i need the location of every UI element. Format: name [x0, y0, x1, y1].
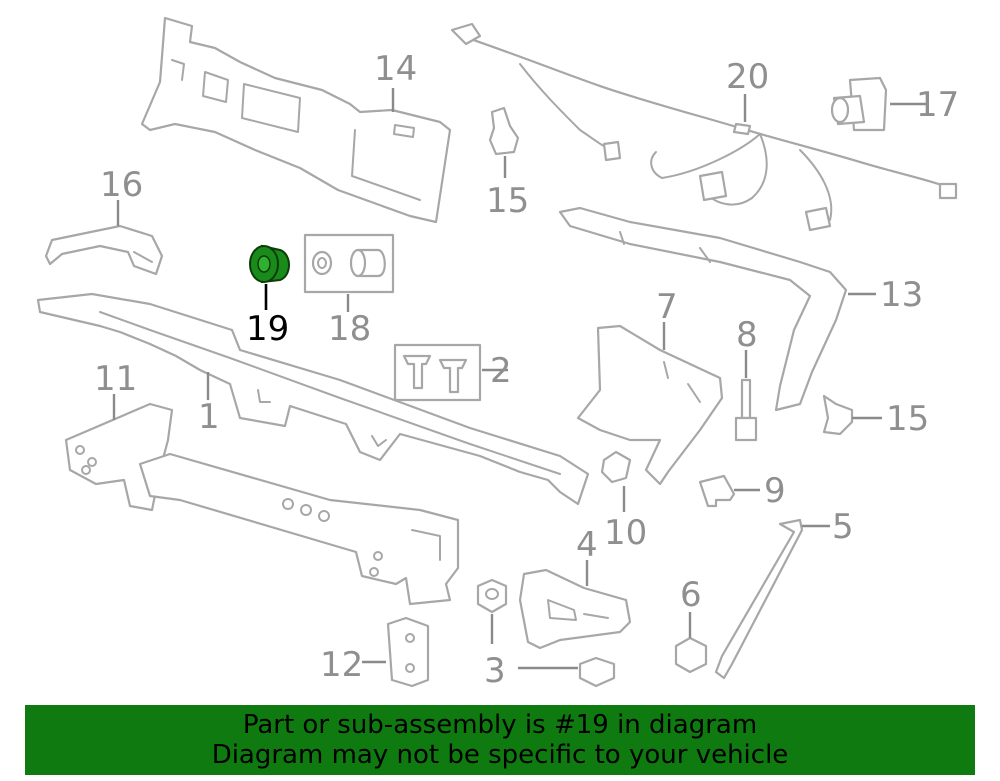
part-15-clip-lower [822, 394, 854, 436]
callout-5: 5 [832, 507, 854, 547]
part-20-wiring-harness [450, 22, 958, 232]
part-11-frame-bracket [64, 402, 460, 606]
part-3-nut-lower [578, 656, 616, 688]
part-4-bracket [518, 568, 632, 650]
parts-diagram: 14 20 17 15 16 19 18 2 1 11 13 7 8 15 9 … [36, 16, 959, 691]
callout-15-lower: 15 [886, 399, 929, 439]
callout-1: 1 [198, 397, 220, 437]
callout-9: 9 [764, 471, 786, 511]
callout-3: 3 [484, 651, 506, 691]
callout-12: 12 [320, 645, 363, 685]
callout-2: 2 [490, 351, 512, 391]
part-7-panel [576, 324, 724, 486]
part-8-bolt [734, 378, 758, 442]
part-6-nut [674, 636, 708, 674]
callout-18: 18 [328, 309, 371, 349]
callout-7: 7 [656, 287, 678, 327]
callout-8: 8 [736, 315, 758, 355]
callout-17: 17 [916, 85, 959, 125]
callout-15-upper: 15 [486, 181, 529, 221]
callout-4: 4 [576, 525, 598, 565]
callout-19: 19 [246, 309, 289, 349]
callout-13: 13 [880, 275, 923, 315]
banner-line-2: Diagram may not be specific to your vehi… [211, 740, 789, 770]
part-10-clip [600, 450, 632, 484]
part-12-bracket [386, 616, 430, 688]
part-9-push-clip [698, 474, 736, 508]
part-2-push-pins [393, 343, 482, 402]
callout-labels: 14 20 17 15 16 19 18 2 1 11 13 7 8 15 9 … [94, 49, 959, 691]
part-13-side-bracket [558, 206, 848, 412]
callout-11: 11 [94, 359, 137, 399]
part-15-clip-upper [488, 106, 520, 156]
callout-20: 20 [726, 57, 769, 97]
part-16-bracket [44, 224, 164, 276]
part-1-bumper-bar [36, 292, 590, 506]
callout-6: 6 [680, 575, 702, 615]
callout-14: 14 [374, 49, 417, 89]
part-14-rear-panel [140, 16, 452, 224]
callout-10: 10 [604, 513, 647, 553]
part-18-bushing-set [303, 233, 395, 294]
part-17-sensor [830, 76, 888, 132]
banner-line-1: Part or sub-assembly is #19 in diagram [242, 710, 758, 740]
info-banner: Part or sub-assembly is #19 in diagram D… [25, 705, 975, 775]
part-3-nut-upper [476, 578, 508, 614]
leader-lines [112, 88, 928, 670]
part-19-bushing-highlighted [249, 244, 290, 284]
callout-16: 16 [100, 165, 143, 205]
part-5-rod [714, 518, 804, 680]
